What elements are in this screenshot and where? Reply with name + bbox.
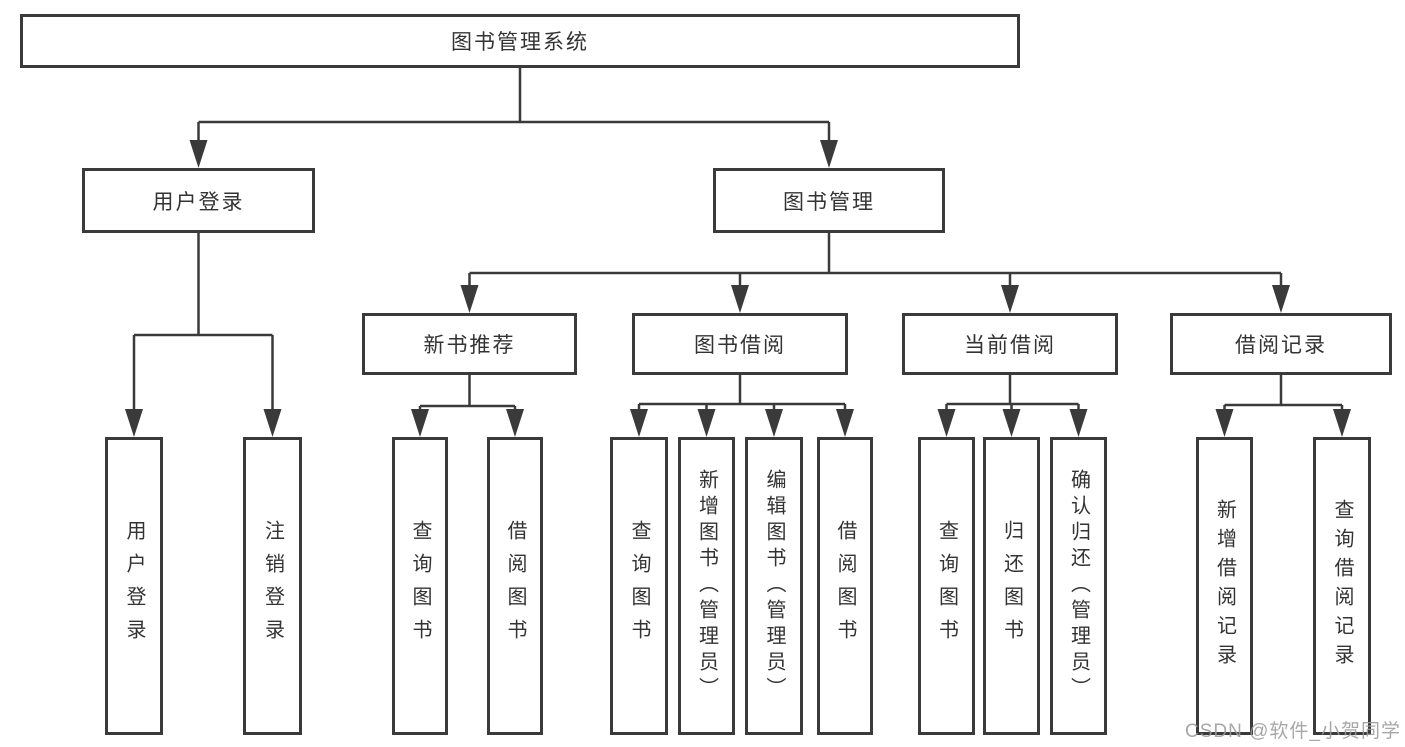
leaf-add-borrow-record: 新增借阅记录 [1196, 437, 1253, 735]
node-label: 用户登录 [152, 190, 245, 214]
node-label: 新书推荐 [423, 334, 516, 357]
leaf-label: 借阅图书 [504, 520, 526, 652]
leaf-logout: 注销登录 [243, 437, 302, 735]
leaf-user-login: 用户登录 [105, 437, 163, 735]
csdn-watermark: CSDN @软件_小贺同学 [1185, 721, 1401, 742]
leaf-query-books-recommend: 查询图书 [392, 437, 448, 735]
leaf-return-books: 归还图书 [983, 437, 1040, 735]
leaf-label: 新增借阅记录 [1213, 499, 1236, 673]
leaf-label: 编辑图书（管理员） [763, 469, 785, 703]
node-user-login: 用户登录 [82, 168, 315, 233]
arrowheads [125, 140, 1351, 437]
node-book-borrow: 图书借阅 [632, 313, 848, 375]
node-label: 当前借阅 [964, 334, 1056, 357]
leaf-label: 查询图书 [628, 520, 650, 652]
leaf-label: 确认归还（管理员） [1067, 469, 1090, 703]
node-new-book-recommend: 新书推荐 [362, 313, 577, 375]
leaf-add-book-admin: 新增图书（管理员） [678, 437, 735, 735]
leaf-confirm-return-admin: 确认归还（管理员） [1050, 437, 1107, 735]
leaf-label: 查询借阅记录 [1331, 499, 1353, 673]
leaf-query-books-current: 查询图书 [918, 437, 975, 735]
leaf-label: 归还图书 [1000, 520, 1023, 652]
leaf-borrow-books-recommend: 借阅图书 [487, 437, 543, 735]
node-label: 图书借阅 [694, 334, 786, 357]
leaf-borrow-books: 借阅图书 [817, 437, 873, 735]
node-label: 图书管理 [783, 190, 875, 214]
node-label: 借阅记录 [1235, 334, 1327, 357]
leaf-query-borrow-record: 查询借阅记录 [1313, 437, 1371, 735]
node-library-management-system: 图书管理系统 [20, 14, 1020, 68]
leaf-label: 查询图书 [935, 520, 958, 652]
node-current-borrow: 当前借阅 [902, 313, 1118, 375]
node-book-management: 图书管理 [713, 168, 945, 233]
leaf-label: 用户登录 [123, 520, 145, 652]
leaf-label: 借阅图书 [834, 520, 856, 652]
leaf-label: 注销登录 [261, 520, 284, 652]
leaf-label: 查询图书 [409, 520, 431, 652]
leaf-query-books-borrow: 查询图书 [610, 437, 668, 735]
node-label: 图书管理系统 [451, 31, 589, 54]
leaf-label: 新增图书（管理员） [695, 469, 718, 703]
node-borrow-records: 借阅记录 [1170, 313, 1392, 375]
leaf-edit-book-admin: 编辑图书（管理员） [745, 437, 803, 735]
